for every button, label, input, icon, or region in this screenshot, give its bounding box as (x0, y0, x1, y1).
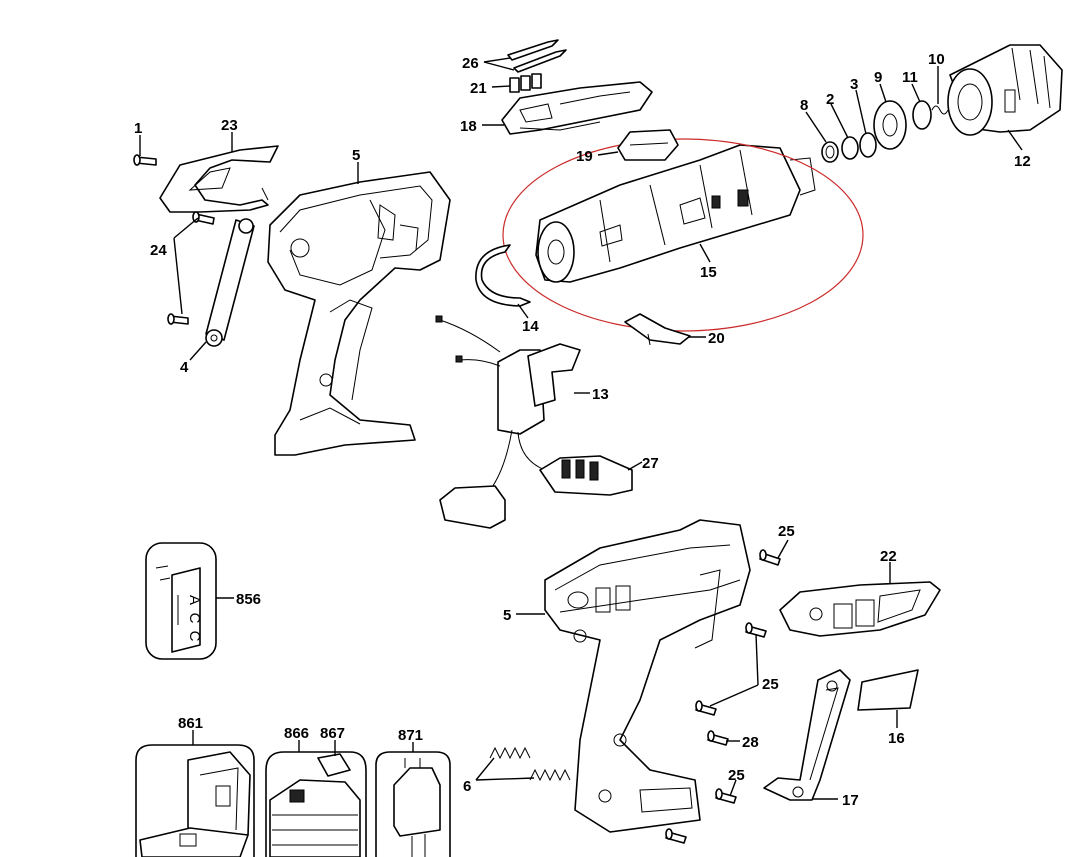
part-label: 6 (463, 778, 471, 795)
part-label: 25 (778, 523, 795, 540)
label-letter: A (186, 595, 203, 605)
part-label: 21 (470, 80, 487, 97)
bit-holder-part (501, 81, 653, 135)
link-arm-part (205, 218, 255, 347)
cover-part (779, 581, 941, 637)
housing-half-left-part (267, 171, 451, 456)
part-label: 14 (522, 318, 539, 335)
insert-part (857, 669, 919, 711)
battery-terminal-part (439, 429, 633, 529)
part-label: 5 (352, 147, 360, 164)
part-label: 867 (320, 725, 345, 742)
label-letter: C (186, 613, 203, 624)
screw-part (133, 154, 157, 166)
highlight-circle (502, 138, 864, 332)
acc-label-panel: A C C (145, 542, 217, 660)
ring-part (821, 141, 839, 163)
spring-part (931, 105, 949, 115)
clip-part (624, 313, 691, 346)
part-label: 25 (762, 676, 779, 693)
screw-part (192, 211, 215, 225)
screw-part (759, 549, 781, 566)
cover-part (763, 669, 851, 801)
kit-box-panel (135, 744, 255, 857)
part-label: 871 (398, 727, 423, 744)
part-label: 26 (462, 55, 479, 72)
retaining-ring-part (475, 244, 531, 307)
part-label: 12 (1014, 153, 1031, 170)
spring-part (489, 746, 571, 782)
charger-panel (375, 751, 451, 857)
ring-part (912, 100, 932, 130)
bit-part (507, 39, 567, 73)
part-number-labels: 1 23 24 4 5 26 21 18 19 15 14 20 8 2 3 9… (134, 51, 1031, 809)
part-label: 18 (460, 118, 477, 135)
clutch-plate-part (873, 100, 907, 150)
cover-part (617, 129, 679, 161)
side-cover-part (159, 145, 279, 213)
part-label: 17 (842, 792, 859, 809)
bit-insert-part (509, 73, 542, 93)
part-label: 11 (902, 69, 918, 86)
part-label: 27 (642, 455, 659, 472)
part-label: 28 (742, 734, 759, 751)
part-label: 5 (503, 607, 511, 624)
screw-part (665, 828, 687, 844)
part-label: 866 (284, 725, 309, 742)
housing-half-right-part (544, 519, 751, 833)
part-label: 9 (874, 69, 882, 86)
part-label: 3 (850, 76, 858, 93)
chuck-part (947, 44, 1063, 136)
screw-part (167, 313, 189, 325)
part-label: 22 (880, 548, 897, 565)
part-label: 13 (592, 386, 609, 403)
screw-part (745, 622, 767, 638)
part-label: 8 (800, 97, 808, 114)
part-label: 10 (928, 51, 945, 68)
label-letter: C (186, 631, 203, 642)
screw-part (695, 700, 717, 716)
part-label: 16 (888, 730, 905, 747)
part-label: 24 (150, 242, 167, 259)
part-label: 19 (576, 148, 593, 165)
ring-part (859, 132, 877, 158)
part-label: 23 (221, 117, 238, 134)
part-label: 2 (826, 91, 834, 108)
screw-part (715, 788, 737, 804)
screw-part (707, 730, 729, 746)
part-label: 856 (236, 591, 261, 608)
motor-part (535, 144, 816, 283)
switch-part (435, 315, 581, 435)
part-label: 4 (180, 359, 189, 376)
part-label: 1 (134, 120, 142, 137)
part-label: 20 (708, 330, 725, 347)
part-label: 25 (728, 767, 745, 784)
ring-part (841, 136, 859, 160)
part-label: 861 (178, 715, 203, 732)
battery-panel (265, 751, 367, 857)
part-label: 15 (700, 264, 717, 281)
leader-lines (139, 57, 1023, 800)
